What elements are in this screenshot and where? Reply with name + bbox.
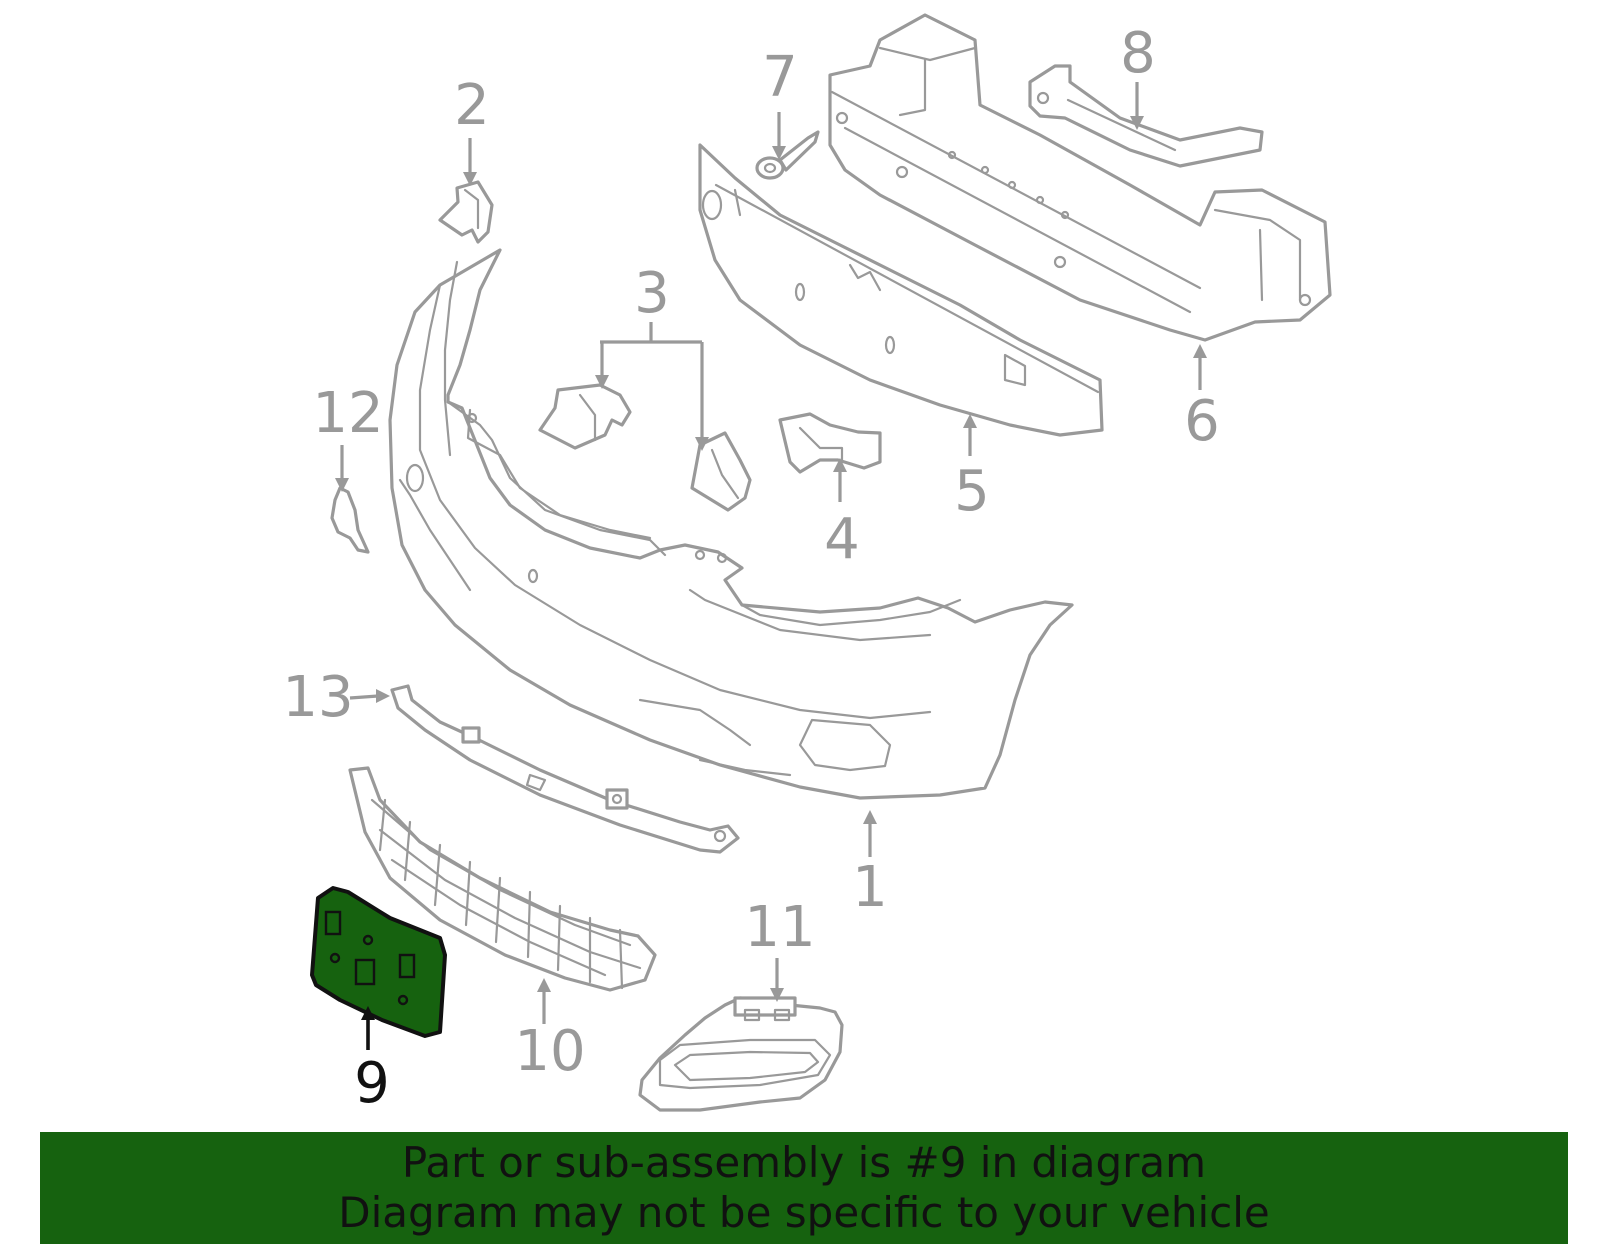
part-4-guide-bracket[interactable] [778,412,882,474]
callout-4: 4 [824,507,860,572]
part-10-lower-grille[interactable] [348,766,657,992]
part-5-energy-absorber[interactable] [698,143,1104,437]
leader-arrows [335,82,1207,1050]
callout-6: 6 [1184,389,1220,454]
callout-10: 10 [514,1019,585,1084]
part-2-clip[interactable] [438,180,494,244]
part-9-license-plate-bracket[interactable] [310,886,447,1038]
part-6-reinforcement-beam[interactable] [828,13,1332,342]
part-7-fastener[interactable] [755,130,820,180]
callout-7: 7 [762,45,798,110]
callout-labels: 1 2 3 4 5 6 7 8 9 10 11 12 13 [282,21,1219,1116]
part-13-deflector-strip[interactable] [390,684,740,854]
banner-line-disclaimer: Diagram may not be specific to your vehi… [338,1188,1270,1237]
part-11-fog-lamp-bezel[interactable] [638,996,844,1112]
callout-12: 12 [312,381,383,446]
part-8-bracket[interactable] [1028,64,1264,168]
callout-13: 13 [282,665,353,730]
part-3-retainer-right[interactable] [690,431,752,512]
banner-line-part: Part or sub-assembly is #9 in diagram [401,1138,1207,1187]
callout-8: 8 [1120,21,1156,86]
info-banner: Part or sub-assembly is #9 in diagram Di… [40,1132,1568,1244]
callout-1: 1 [852,855,888,920]
callout-9: 9 [354,1051,390,1116]
part-12-side-reflector[interactable] [330,486,370,554]
callout-11: 11 [744,895,815,960]
part-3-retainer-left[interactable] [538,383,632,450]
part-1-bumper-cover[interactable] [388,248,1074,800]
callout-5: 5 [954,459,990,524]
callout-3: 3 [634,261,670,326]
callout-2: 2 [454,73,490,138]
